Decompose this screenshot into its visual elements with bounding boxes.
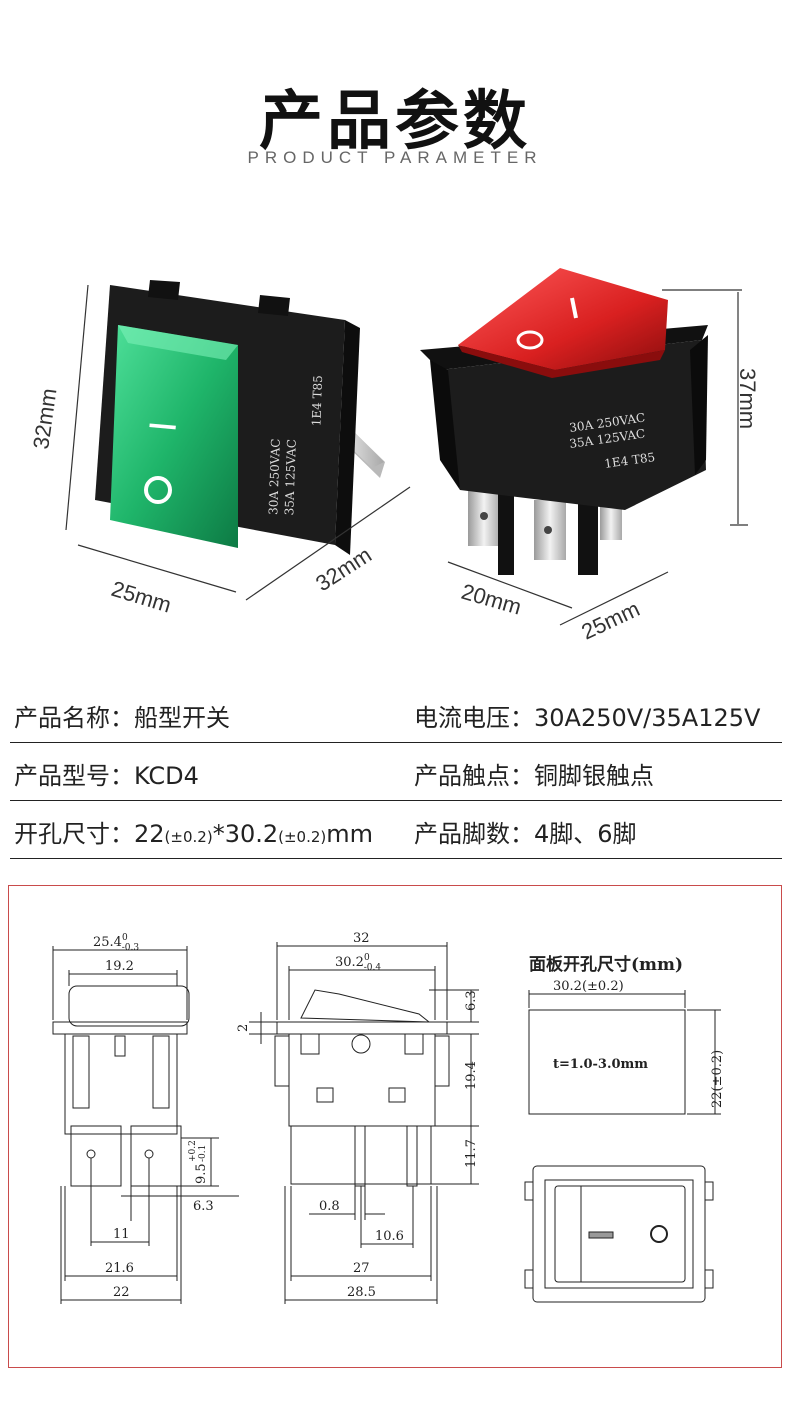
spec-current: 电流电压：30A250V/35A125V bbox=[414, 704, 761, 732]
panel-cutout-title: 面板开孔尺寸(mm) bbox=[529, 954, 683, 975]
technical-drawing-frame: 25.40-0.3 19.2 9.5 +0.2 -0.1 6.3 11 21.6… bbox=[8, 885, 782, 1368]
page-subtitle: PRODUCT PARAMETER bbox=[247, 148, 543, 167]
red-dimensions bbox=[447, 289, 748, 626]
red-width-dim-1: 20mm bbox=[459, 579, 525, 620]
green-height-dim: 32mm bbox=[28, 387, 61, 451]
top-view bbox=[524, 1165, 714, 1303]
svg-text:-0.1: -0.1 bbox=[198, 1145, 208, 1162]
spec-row-1: 产品名称：船型开关 电流电压：30A250V/35A125V bbox=[10, 690, 782, 743]
red-width-dim-2: 25mm bbox=[578, 596, 644, 644]
spec-row-2: 产品型号：KCD4 产品触点：铜脚银触点 bbox=[10, 748, 782, 801]
red-switch: 30A 250VAC 35A 125VAC 1E4 T85 bbox=[420, 268, 708, 575]
side-body-width: 27 bbox=[353, 1261, 370, 1276]
spec-model: 产品型号：KCD4 bbox=[14, 762, 199, 790]
green-markings: 30A 250VAC 35A 125VAC 1E4 T85 bbox=[266, 375, 325, 516]
panel-cutout-height: 22(±0.2) bbox=[710, 1050, 725, 1108]
page-title: 产品参数 bbox=[259, 85, 531, 159]
spec-pins: 产品脚数：4脚、6脚 bbox=[414, 820, 637, 848]
spec-row-3: 开孔尺寸：22(±0.2)*30.2(±0.2)mm 产品脚数：4脚、6脚 bbox=[10, 806, 782, 859]
front-view bbox=[52, 946, 239, 1304]
front-pin-width: 6.3 bbox=[193, 1199, 214, 1214]
spec-hole: 开孔尺寸：22(±0.2)*30.2(±0.2)mm bbox=[14, 820, 374, 848]
svg-text:35A 125VAC: 35A 125VAC bbox=[282, 439, 299, 516]
front-pin-gap: 11 bbox=[113, 1227, 130, 1242]
green-width-dim: 25mm bbox=[109, 576, 175, 618]
side-pin-pitch: 10.6 bbox=[375, 1229, 404, 1244]
red-off-symbol bbox=[516, 330, 544, 350]
panel-cutout bbox=[528, 990, 721, 1115]
svg-text:+0.2: +0.2 bbox=[188, 1140, 198, 1162]
front-body-width: 21.6 bbox=[105, 1261, 134, 1276]
front-bottom-width: 22 bbox=[113, 1285, 130, 1300]
green-on-symbol: I bbox=[140, 419, 182, 433]
red-on-symbol bbox=[570, 297, 578, 319]
red-height-dim: 37mm bbox=[735, 368, 760, 429]
svg-text:9.5: 9.5 bbox=[194, 1163, 209, 1184]
side-body-height: 19.4 bbox=[464, 1061, 479, 1090]
side-pin-thickness: 0.8 bbox=[319, 1199, 340, 1214]
svg-text:1E4 T85: 1E4 T85 bbox=[309, 375, 325, 427]
svg-text:30A 250VAC: 30A 250VAC bbox=[266, 438, 283, 515]
front-top-width: 25.40-0.3 bbox=[93, 933, 139, 953]
side-view bbox=[249, 942, 479, 1304]
side-top-width: 32 bbox=[353, 931, 370, 946]
green-off-symbol bbox=[144, 476, 172, 504]
side-rocker-height: 6.3 bbox=[464, 990, 479, 1011]
side-bottom-width: 28.5 bbox=[347, 1285, 376, 1300]
spec-contact: 产品触点：铜脚银触点 bbox=[414, 762, 654, 790]
front-inner-width: 19.2 bbox=[105, 959, 134, 974]
side-inner-width: 30.20-0.4 bbox=[335, 953, 381, 973]
side-pin-height: 11.7 bbox=[464, 1139, 479, 1168]
side-flange-height: 2 bbox=[236, 1024, 251, 1032]
technical-drawing: 25.40-0.3 19.2 9.5 +0.2 -0.1 6.3 11 21.6… bbox=[52, 931, 725, 1304]
front-pin-height: 9.5 +0.2 -0.1 bbox=[188, 1140, 209, 1184]
product-photo: I 30A 250VAC 35A 125VAC 1E4 T85 32mm 25m… bbox=[28, 268, 760, 645]
panel-thickness: t=1.0-3.0mm bbox=[553, 1057, 648, 1072]
spec-name: 产品名称：船型开关 bbox=[14, 704, 230, 732]
green-dimensions bbox=[65, 284, 411, 601]
green-switch: I 30A 250VAC 35A 125VAC 1E4 T85 bbox=[95, 280, 385, 555]
panel-cutout-width: 30.2(±0.2) bbox=[553, 979, 624, 994]
